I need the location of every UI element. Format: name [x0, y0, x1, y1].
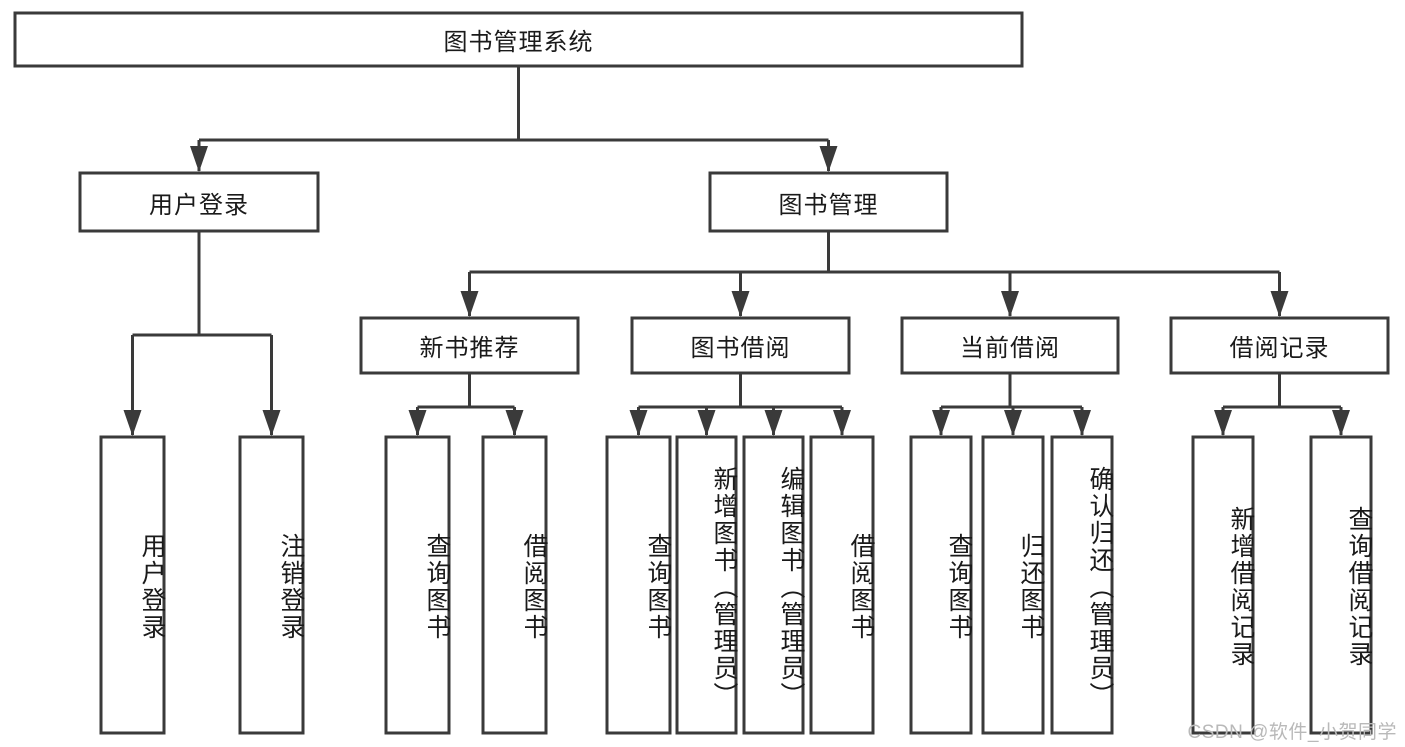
node-box-leaf-user-login[interactable] [99, 435, 166, 735]
arrow-head-icon-leaf-confirm-return [1073, 410, 1091, 436]
arrow-head-icon-leaf-query-book-3 [932, 410, 950, 436]
node-box-book-borrow[interactable] [630, 316, 851, 375]
connectors-layer [123, 66, 1350, 436]
arrow-head-icon-book-borrow [731, 291, 750, 317]
arrow-head-icon-new-book-recommend [460, 291, 479, 317]
boxes-layer [13, 11, 1390, 735]
node-box-leaf-borrow-book-1[interactable] [481, 435, 548, 735]
arrow-head-icon-borrow-record [1270, 291, 1289, 317]
arrow-head-icon-leaf-edit-book [764, 410, 783, 436]
node-box-leaf-add-record[interactable] [1191, 435, 1255, 735]
arrow-head-icon-user-login [190, 146, 208, 172]
node-box-leaf-return-book[interactable] [981, 435, 1045, 735]
node-box-leaf-borrow-book-2[interactable] [809, 435, 875, 735]
arrow-head-icon-leaf-return-book [1004, 410, 1022, 436]
arrow-head-icon-leaf-query-record [1332, 410, 1350, 436]
node-box-user-login[interactable] [78, 171, 320, 233]
node-box-leaf-edit-book[interactable] [742, 435, 805, 735]
node-box-leaf-logout[interactable] [238, 435, 305, 735]
node-box-current-borrow[interactable] [900, 316, 1120, 375]
arrow-head-icon-leaf-borrow-book-1 [505, 410, 524, 436]
node-box-borrow-record[interactable] [1169, 316, 1390, 375]
arrow-head-icon-leaf-user-login [123, 410, 142, 436]
node-box-leaf-query-book-3[interactable] [909, 435, 973, 735]
arrow-head-icon-leaf-logout [262, 410, 281, 436]
node-box-leaf-add-book[interactable] [675, 435, 738, 735]
node-box-leaf-confirm-return[interactable] [1050, 435, 1114, 735]
arrow-head-icon-current-borrow [1001, 291, 1019, 317]
node-box-leaf-query-record[interactable] [1309, 435, 1373, 735]
arrow-head-icon-leaf-query-book-1 [408, 410, 427, 436]
node-box-leaf-query-book-2[interactable] [605, 435, 672, 735]
node-box-root[interactable] [13, 11, 1024, 68]
arrow-head-icon-book-manage [819, 146, 838, 172]
arrow-head-icon-leaf-add-book [697, 410, 716, 436]
arrow-head-icon-leaf-query-book-2 [629, 410, 648, 436]
node-box-leaf-query-book-1[interactable] [384, 435, 451, 735]
arrow-head-icon-leaf-add-record [1214, 410, 1232, 436]
arrow-head-icon-leaf-borrow-book-2 [833, 410, 851, 436]
node-box-book-manage[interactable] [708, 171, 949, 233]
node-box-new-book-recommend[interactable] [359, 316, 580, 375]
